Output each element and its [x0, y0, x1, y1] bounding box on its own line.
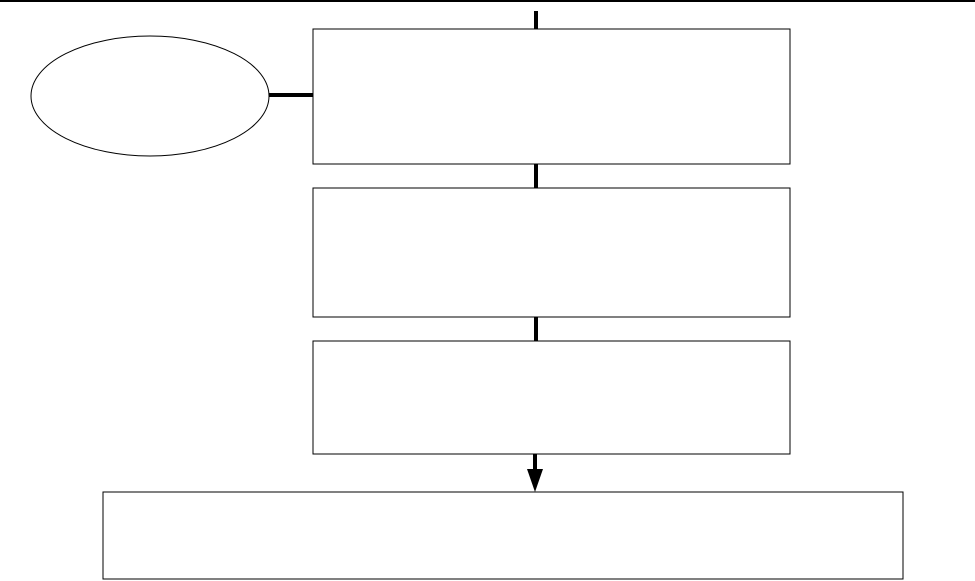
ellipse-shape [30, 35, 270, 157]
step-3-box [312, 340, 791, 455]
step-2-node [312, 187, 791, 318]
arrowhead-icon [527, 469, 543, 492]
step-1-node [312, 28, 791, 165]
ellipse-node [30, 35, 270, 157]
step-2-box [312, 187, 791, 318]
result-box [102, 491, 904, 580]
step-1-box [312, 28, 791, 165]
result-node [102, 491, 904, 580]
step-3-node [312, 340, 791, 455]
